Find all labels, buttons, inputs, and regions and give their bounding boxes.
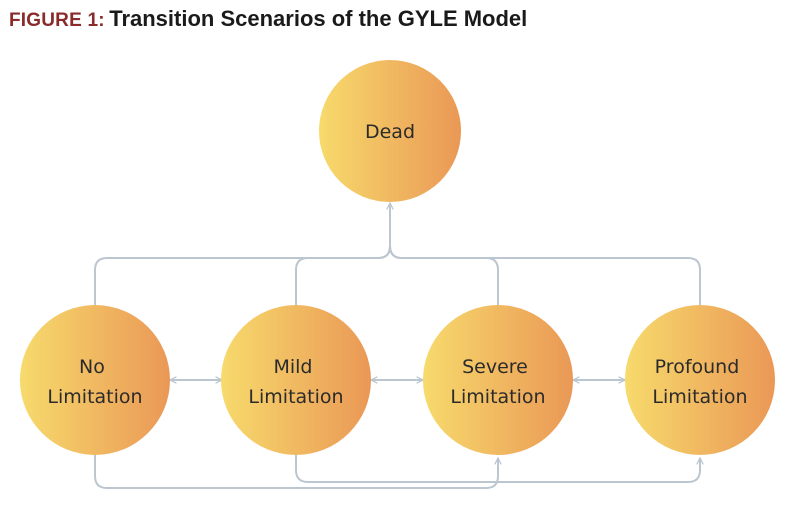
figure-title: FIGURE 1: Transition Scenarios of the GY… — [9, 6, 527, 32]
node-no-limitation: No Limitation — [20, 305, 170, 455]
connector-profound-to-dead — [389, 245, 701, 305]
connector-no-to-dead — [94, 245, 391, 305]
node-no-limitation-line-1: No — [79, 356, 105, 378]
node-no-limitation-label: No Limitation — [47, 356, 142, 408]
node-profound-limitation-line-1: Profound — [655, 356, 740, 378]
node-no-limitation-line-2: Limitation — [47, 386, 142, 408]
node-dead-label: Dead — [365, 121, 415, 143]
node-severe-limitation-line-2: Limitation — [450, 386, 545, 408]
figure-title-text: Transition Scenarios of the GYLE Model — [109, 6, 528, 31]
node-dead-line-1: Dead — [365, 121, 415, 143]
connector-no-to-severe — [94, 455, 498, 489]
connector-mild-to-dead — [295, 245, 391, 305]
node-severe-limitation-label: Severe Limitation — [450, 356, 545, 408]
node-mild-limitation-line-2: Limitation — [248, 386, 343, 408]
bypass-transitions — [94, 455, 700, 489]
figure-prefix: FIGURE 1: — [9, 10, 105, 31]
connectors-to-dead — [94, 203, 701, 305]
connector-mild-to-profound — [295, 455, 700, 483]
node-mild-limitation-label: Mild Limitation — [248, 356, 343, 408]
node-profound-limitation: Profound Limitation — [625, 305, 775, 455]
node-dead: Dead — [319, 60, 461, 202]
node-profound-limitation-label: Profound Limitation — [652, 356, 747, 408]
node-profound-limitation-line-2: Limitation — [652, 386, 747, 408]
node-mild-limitation-line-1: Mild — [273, 356, 312, 378]
node-mild-limitation: Mild Limitation — [221, 305, 371, 455]
node-severe-limitation-line-1: Severe — [462, 356, 528, 378]
connector-severe-to-dead — [389, 245, 499, 305]
node-severe-limitation: Severe Limitation — [423, 305, 573, 455]
